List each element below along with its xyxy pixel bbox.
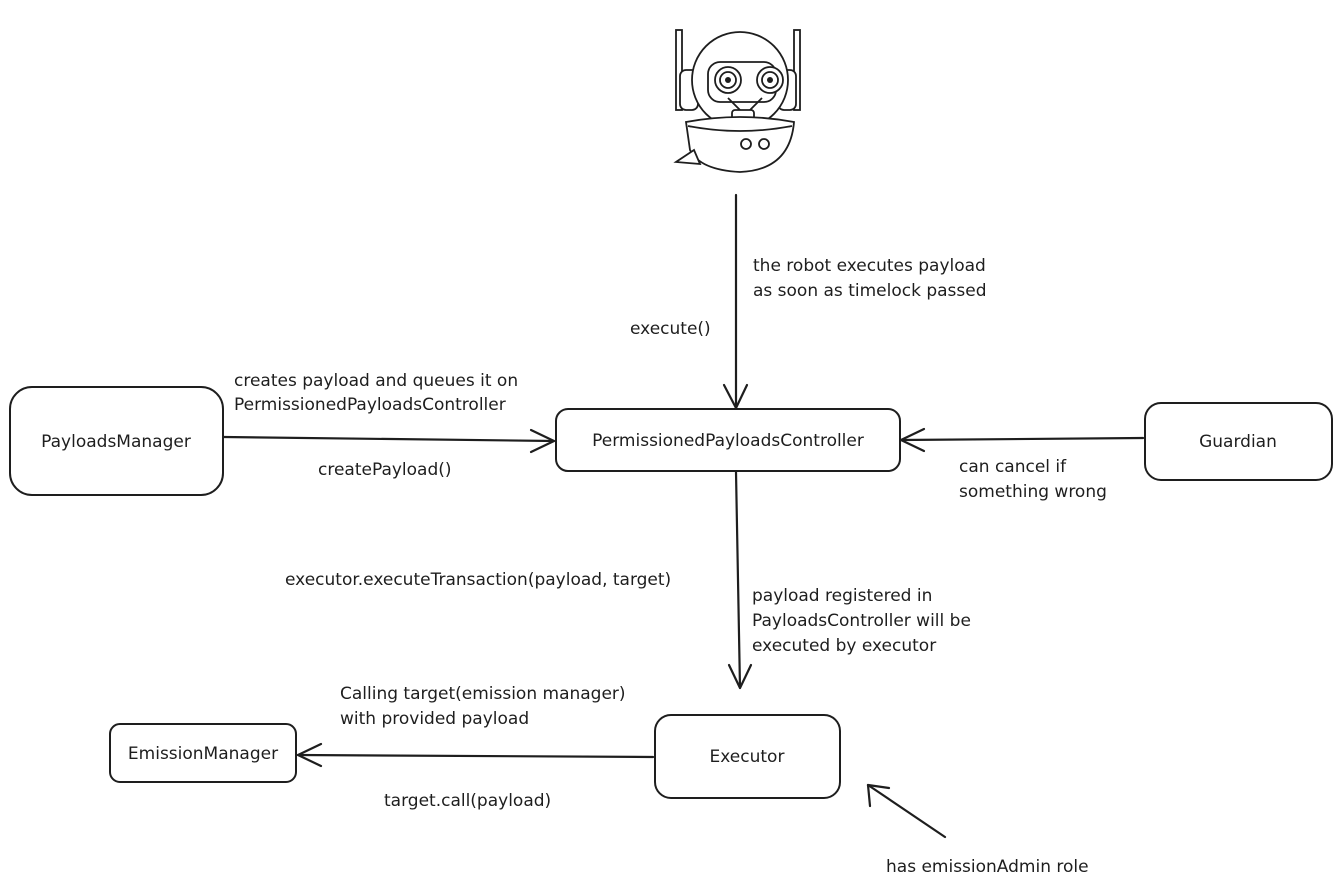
executor-note-line3: executed by executor bbox=[752, 636, 936, 656]
executor-note-line1: payload registered in bbox=[752, 586, 932, 606]
emission-note-line1: Calling target(emission manager) bbox=[340, 684, 626, 704]
guardian-note-line2: something wrong bbox=[959, 482, 1107, 502]
emission-note-line2: with provided payload bbox=[340, 709, 529, 729]
payloads-manager-label: PayloadsManager bbox=[41, 432, 191, 452]
edge-controller-to-executor bbox=[727, 470, 753, 690]
executor-label: Executor bbox=[710, 747, 785, 767]
edge-robot-to-controller bbox=[722, 193, 749, 410]
node-permissioned-controller: PermissionedPayloadsController bbox=[555, 408, 901, 472]
edge-manager-to-controller bbox=[222, 428, 556, 454]
executor-note-line2: PayloadsController will be bbox=[752, 611, 971, 631]
guardian-label: Guardian bbox=[1199, 432, 1277, 452]
executor-call-label: executor.executeTransaction(payload, tar… bbox=[285, 570, 671, 590]
emission-manager-label: EmissionManager bbox=[128, 744, 278, 764]
robot-note-line1: the robot executes payload bbox=[753, 256, 986, 276]
node-emission-manager: EmissionManager bbox=[109, 723, 297, 783]
node-executor: Executor bbox=[654, 714, 841, 799]
node-payloads-manager: PayloadsManager bbox=[9, 386, 224, 496]
edge-role-pointer bbox=[866, 783, 947, 839]
robot-call-label: execute() bbox=[630, 319, 711, 339]
guardian-note-line1: can cancel if bbox=[959, 457, 1067, 477]
robot-note-line2: as soon as timelock passed bbox=[753, 281, 987, 301]
manager-note-line1: creates payload and queues it on bbox=[234, 371, 518, 391]
role-note-label: has emissionAdmin role bbox=[886, 857, 1089, 877]
permissioned-controller-label: PermissionedPayloadsController bbox=[592, 431, 864, 451]
node-guardian: Guardian bbox=[1144, 402, 1333, 481]
manager-note-line2: PermissionedPayloadsController bbox=[234, 395, 506, 415]
edge-executor-to-emission bbox=[296, 742, 655, 768]
edge-guardian-to-controller bbox=[899, 427, 1145, 453]
robot-icon bbox=[673, 29, 801, 173]
emission-call-label: target.call(payload) bbox=[384, 791, 551, 811]
manager-call-label: createPayload() bbox=[318, 460, 452, 480]
